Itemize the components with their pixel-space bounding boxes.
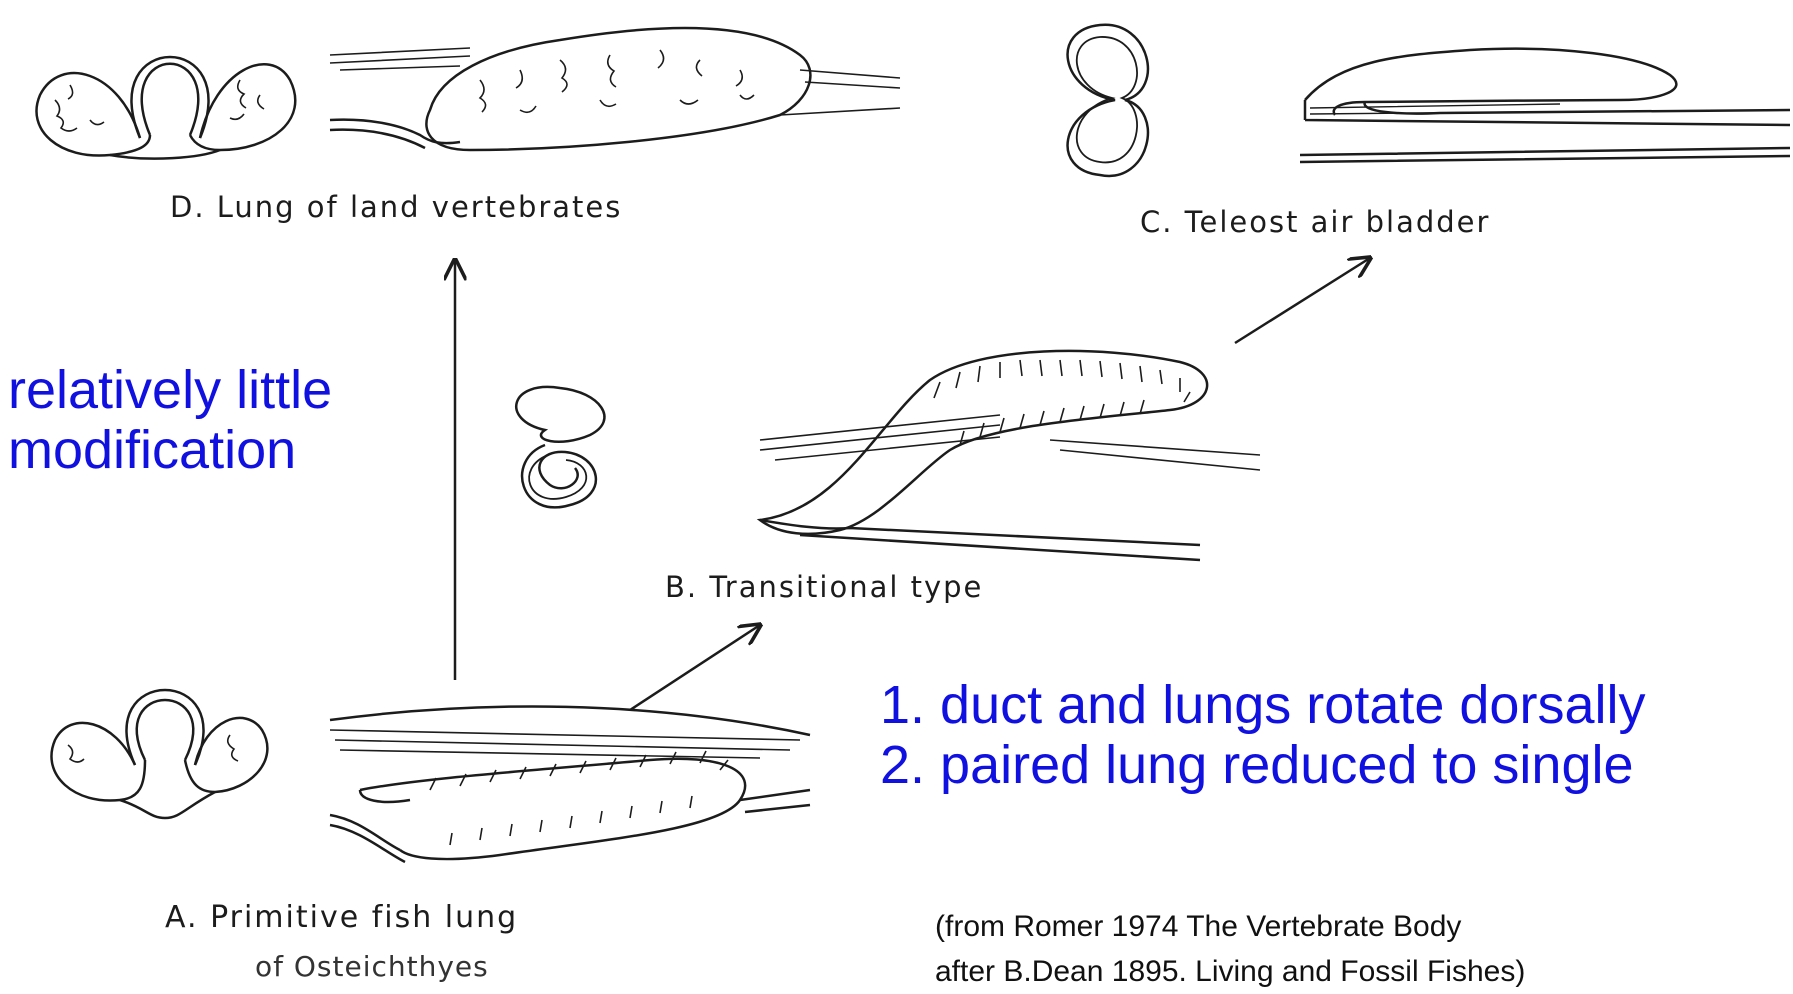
- lung-a-side-view: [330, 706, 810, 862]
- air-bladder-c-side-view: [1300, 49, 1790, 162]
- arrow-b-to-c: [1235, 258, 1370, 343]
- lung-d-cross-section: [36, 57, 295, 159]
- air-bladder-c-cross-section: [1068, 25, 1148, 176]
- annotation-line-1: relatively little: [8, 360, 332, 420]
- caption-d: D. Lung of land vertebrates: [170, 190, 622, 224]
- lung-b-side-view: [760, 351, 1260, 560]
- lung-a-cross-section: [51, 690, 267, 818]
- caption-a: A. Primitive fish lung: [165, 900, 518, 935]
- source-credit-line-1: (from Romer 1974 The Vertebrate Body: [935, 910, 1461, 944]
- caption-a-subtitle: of Osteichthyes: [255, 950, 489, 983]
- arrow-a-to-b: [630, 625, 760, 710]
- annotation-step-1: 1. duct and lungs rotate dorsally: [880, 675, 1645, 735]
- caption-b: B. Transitional type: [665, 570, 983, 604]
- caption-c: C. Teleost air bladder: [1140, 205, 1490, 239]
- annotation-little-modification: relatively little modification: [8, 360, 332, 481]
- annotation-step-2: 2. paired lung reduced to single: [880, 735, 1645, 795]
- annotation-line-2: modification: [8, 420, 332, 480]
- annotation-steps: 1. duct and lungs rotate dorsally 2. pai…: [880, 675, 1645, 796]
- lung-b-cross-section: [516, 387, 604, 507]
- lung-d-side-view: [330, 28, 900, 150]
- source-credit-line-2: after B.Dean 1895. Living and Fossil Fis…: [935, 955, 1525, 989]
